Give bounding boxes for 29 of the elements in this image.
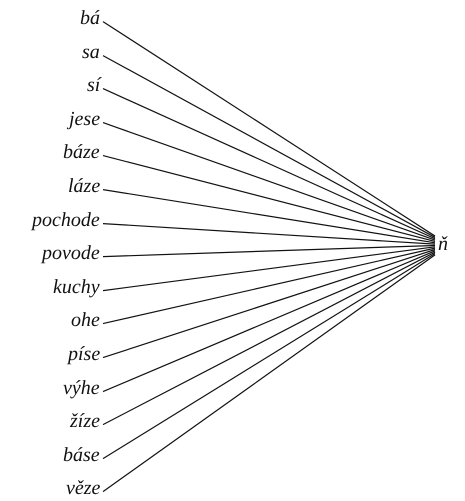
word-ending: bá <box>80 6 100 30</box>
connector-line <box>102 248 436 358</box>
word-ending: báze <box>63 140 100 164</box>
connector-line <box>102 244 436 258</box>
word-ending: jese <box>69 106 100 131</box>
word-ending: sí <box>87 73 100 98</box>
connector-line <box>102 252 436 426</box>
connector-line <box>102 21 436 237</box>
connector-line <box>102 55 436 238</box>
consonant-letter: ň <box>438 232 448 256</box>
connector-line <box>102 223 436 245</box>
word-ending: žíze <box>70 409 100 434</box>
word-ending: láze <box>68 174 100 198</box>
connector-line <box>102 88 436 240</box>
word-ending: povode <box>42 241 100 266</box>
connector-line <box>102 122 436 241</box>
connector-line <box>102 246 436 292</box>
word-ending: pochode <box>32 208 100 232</box>
word-ending: sa <box>82 40 100 64</box>
connector-line <box>102 155 436 242</box>
connector-line <box>102 250 436 392</box>
word-ending: věze <box>66 476 100 500</box>
word-ending: báse <box>63 442 100 467</box>
connector-line <box>102 189 436 244</box>
word-ending: ohe <box>71 308 100 332</box>
word-ending: kuchy <box>53 274 100 299</box>
word-ending: píse <box>68 342 100 366</box>
word-ending: výhe <box>63 376 100 400</box>
connector-line <box>102 248 436 324</box>
